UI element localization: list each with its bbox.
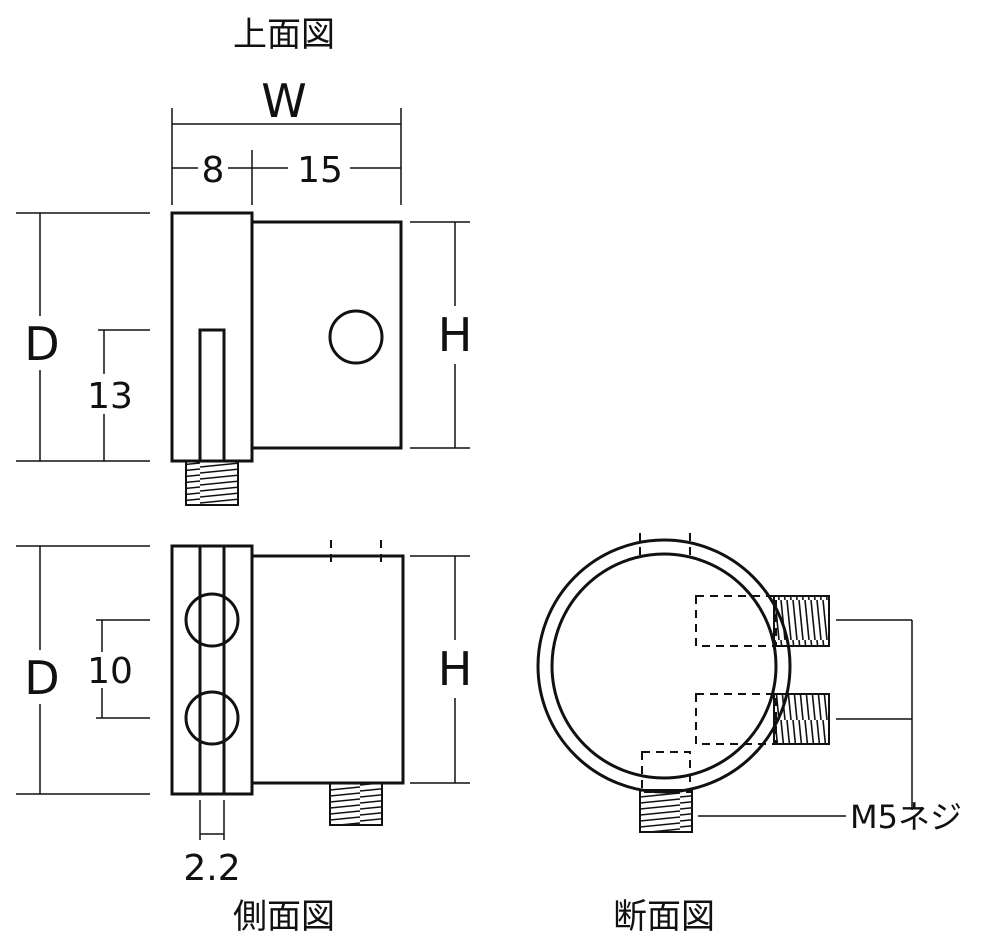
top-slot — [198, 328, 226, 463]
width-label: W — [261, 74, 306, 128]
section-inner-ring — [550, 552, 778, 780]
section-screw-thread-upper — [773, 595, 830, 647]
top-arm-block — [250, 220, 403, 450]
screw-callout: M5ネジ — [850, 798, 962, 836]
slot-length-dimension: 13 — [87, 329, 150, 461]
top-view-title: 上面図 — [233, 15, 335, 55]
top-clamp-block — [170, 211, 254, 463]
side-arm-block — [250, 554, 405, 785]
hole-pitch-value: 10 — [87, 651, 133, 692]
top-depth-dimension: D — [16, 212, 150, 462]
side-view: D 10 H 2.2 側面図 — [16, 540, 472, 937]
width-right-value: 15 — [297, 150, 343, 191]
section-screw-thread-bottom — [639, 789, 693, 833]
slot-length-value: 13 — [87, 376, 133, 417]
screw-leader-lines — [698, 619, 913, 817]
side-clamp-block — [170, 544, 254, 796]
top-height-dimension: H — [410, 221, 473, 449]
top-view: 上面図 W 8 15 D — [16, 15, 473, 506]
top-screw-thread — [185, 460, 239, 506]
section-view: M5ネジ 断面図 — [536, 533, 962, 937]
side-screw-thread — [329, 782, 383, 826]
side-depth-dimension: D — [16, 545, 150, 795]
section-outer-ring — [536, 538, 792, 794]
side-hole-lower — [184, 690, 240, 746]
hole-pitch-dimension: 10 — [87, 619, 150, 719]
side-view-title: 側面図 — [233, 897, 335, 937]
section-screw-hole-bottom — [641, 751, 691, 793]
top-depth-label: D — [24, 317, 59, 371]
side-hole-upper — [184, 592, 240, 648]
width-dimension: W 8 15 — [171, 74, 402, 205]
section-screw-thread-lower — [773, 693, 830, 745]
slot-width-dimension: 2.2 — [183, 800, 241, 889]
section-screw-hole-upper — [695, 595, 777, 647]
top-height-label: H — [438, 308, 473, 362]
side-depth-label: D — [24, 651, 59, 705]
width-left-value: 8 — [202, 150, 225, 191]
section-view-title: 断面図 — [613, 897, 715, 937]
side-height-dimension: H — [410, 555, 473, 784]
top-hole — [328, 309, 384, 365]
slot-width-value: 2.2 — [183, 848, 240, 889]
side-height-label: H — [438, 642, 473, 696]
